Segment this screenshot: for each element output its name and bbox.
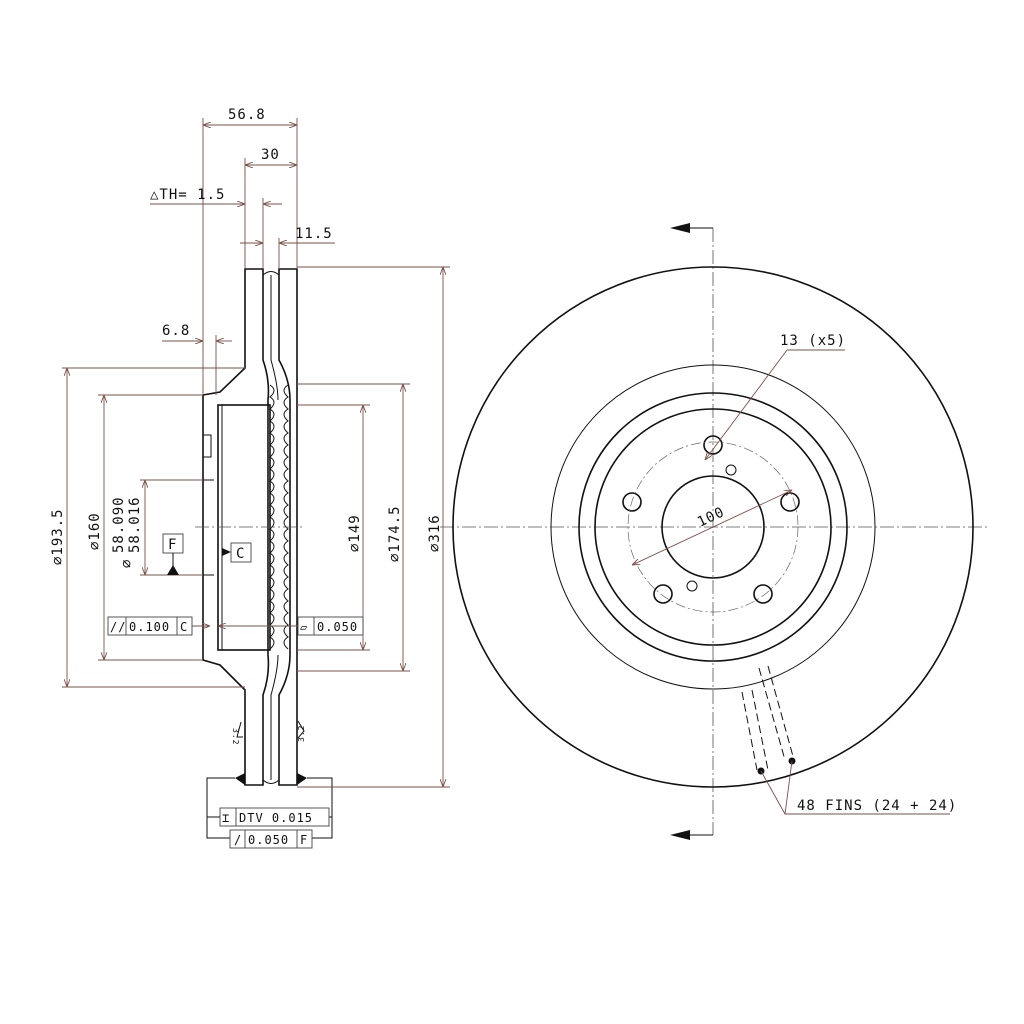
section-arrow-bottom xyxy=(670,830,690,840)
svg-text:0.050: 0.050 xyxy=(317,620,358,634)
dim-56-8: 56.8 xyxy=(228,107,266,123)
datum-f: F xyxy=(168,537,177,553)
flatness-tolerance: ▱ 0.050 xyxy=(218,616,364,636)
svg-text://: // xyxy=(110,620,126,634)
section-arrow-top xyxy=(670,223,690,233)
fins-label: 48 FINS (24 + 24) xyxy=(797,798,957,814)
bore-prefix: ⌀ xyxy=(119,559,135,568)
svg-text:/: / xyxy=(234,833,242,847)
svg-text:C: C xyxy=(180,620,188,634)
dim-dia-149: ⌀149 xyxy=(347,514,363,552)
dim-30: 30 xyxy=(261,147,280,163)
dim-dia-193-5: ⌀193.5 xyxy=(50,508,66,565)
section-view: 56.8 30 △TH= 1.5 11.5 6.8 ⌀193.5 ⌀160 ⌀ … xyxy=(50,107,450,849)
svg-text:0.050: 0.050 xyxy=(248,833,289,847)
svg-text:F: F xyxy=(300,833,308,847)
dtv-tolerance: ⌶ DTV 0.015 xyxy=(219,807,330,827)
svg-text:▱: ▱ xyxy=(300,620,308,634)
dim-dia-174-5: ⌀174.5 xyxy=(387,505,403,562)
parallelism-tolerance: // 0.100 C xyxy=(107,616,210,636)
dim-bore-min: 58.016 xyxy=(127,496,143,553)
bolt-hole-label: 13 (x5) xyxy=(780,333,846,349)
dim-dia-316: ⌀316 xyxy=(427,514,443,552)
dim-bore-max: 58.090 xyxy=(111,496,127,553)
outer-plate-right xyxy=(278,268,298,786)
front-view: 13 (x5) 100 48 FINS (24 + 24) xyxy=(440,223,990,840)
datum-c: C xyxy=(236,546,245,562)
roughness-left: 3.2 xyxy=(231,728,240,745)
dim-6-8: 6.8 xyxy=(162,323,190,339)
disc-outer-edge xyxy=(452,266,974,788)
dim-dia-160: ⌀160 xyxy=(87,512,103,550)
datum-f-triangle xyxy=(167,565,179,575)
outer-plate-left xyxy=(202,268,270,786)
svg-text:0.100: 0.100 xyxy=(129,620,170,634)
runout-tolerance: / 0.050 F xyxy=(229,829,313,849)
svg-text:⌶: ⌶ xyxy=(222,811,230,825)
svg-text:DTV 0.015: DTV 0.015 xyxy=(239,811,313,825)
datum-c-box xyxy=(230,542,252,563)
dim-11-5: 11.5 xyxy=(295,226,333,242)
cooling-vanes xyxy=(269,384,289,650)
dim-delta-th: △TH= 1.5 xyxy=(150,187,225,203)
datum-c-triangle xyxy=(222,548,231,556)
